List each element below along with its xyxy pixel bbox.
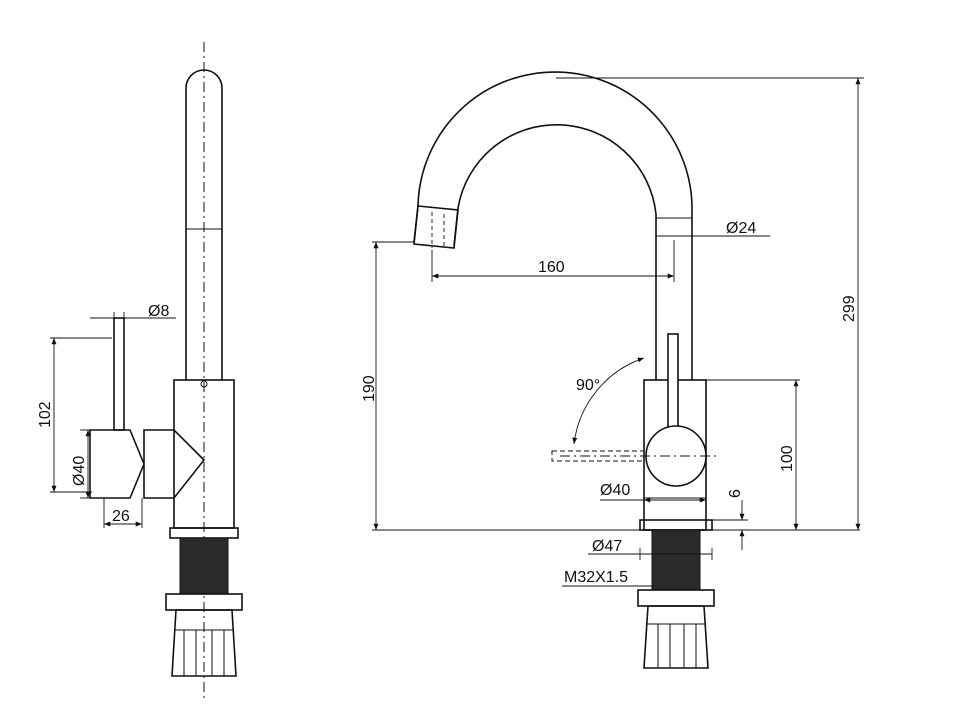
side-connector	[171, 609, 237, 677]
dim-side-body-diameter: Ø40	[71, 456, 88, 486]
side-view: Ø8 102 Ø40 26	[37, 42, 243, 700]
front-connector	[643, 605, 709, 669]
dim-side-width: 26	[112, 508, 130, 525]
front-lever	[667, 333, 679, 439]
front-base-plate	[639, 519, 713, 531]
front-spout-outer	[413, 71, 693, 380]
dim-base-thickness: 6	[727, 489, 744, 498]
dim-body-height: 100	[779, 445, 796, 472]
front-nut	[637, 589, 715, 607]
front-view: Ø24 160 190 299 100 90° Ø40 6	[361, 71, 864, 669]
dim-reach: 160	[538, 259, 565, 276]
dim-body-diameter: Ø40	[600, 482, 630, 499]
lever-rotated	[551, 450, 645, 462]
side-handle-cone	[143, 429, 206, 499]
dim-pin-diameter: Ø8	[148, 303, 169, 320]
side-thread	[179, 537, 229, 595]
dim-handle-height: 102	[37, 401, 54, 428]
side-spout-tube	[185, 69, 223, 380]
dim-thread-size: M32X1.5	[564, 569, 628, 586]
dim-swivel-angle: 90°	[576, 377, 600, 394]
dim-base-diameter: Ø47	[592, 538, 622, 555]
dim-total-height: 299	[841, 295, 858, 322]
side-handle-knob	[89, 429, 145, 499]
front-thread	[651, 529, 701, 591]
dim-spout-diameter: Ø24	[726, 220, 756, 237]
dim-spout-height: 190	[361, 375, 378, 402]
front-spout-inner	[453, 123, 657, 380]
aerator	[413, 205, 459, 249]
side-lever-pin	[113, 317, 125, 431]
